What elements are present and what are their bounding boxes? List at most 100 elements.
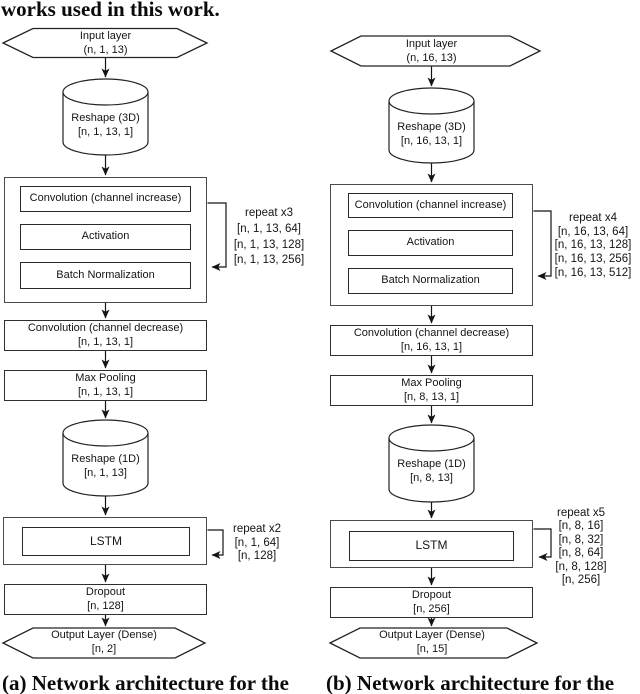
reshape3d-shape-a: [n, 1, 13, 1] (77, 126, 134, 138)
conv-decrease-label-b: Convolution (channel decrease) (353, 326, 510, 339)
output-layer-label-a: Output Layer (Dense) (51, 629, 157, 642)
output-hexagon-a (1, 627, 207, 659)
dropout-label-a: Dropout (85, 585, 126, 598)
max-pooling-label-a: Max Pooling (75, 371, 136, 384)
input-layer-node-a: Input layer (n, 1, 13) (30, 30, 181, 57)
reshape1d-node-a: Reshape (1D) [n, 1, 13] (45, 453, 166, 481)
input-layer-label-a: Input layer (79, 29, 132, 42)
reshape3d-label-b: Reshape (3D) (397, 121, 466, 134)
conv-repeat-shape-a-2: [n, 1, 13, 256] (233, 254, 305, 267)
lstm-repeat-label-b: repeat x5 (557, 507, 605, 519)
reshape1d-shape-a: [n, 1, 13] (84, 467, 127, 479)
dropout-box-a: Dropout [n, 128] (4, 584, 207, 615)
conv-repeat-note-b: repeat x4 [n, 16, 13, 64] [n, 16, 13, 12… (546, 212, 640, 281)
dropout-shape-a: [n, 128] (87, 599, 124, 612)
conv-repeat-shape-b-3: [n, 16, 13, 512] (554, 266, 632, 279)
activation-label-b: Activation (406, 236, 455, 249)
conv-repeat-shape-b-1: [n, 16, 13, 128] (554, 239, 632, 252)
conv-repeat-label-b: repeat x4 (569, 212, 617, 224)
output-layer-shape-b: [n, 15] (416, 643, 448, 655)
output-layer-node-a: Output Layer (Dense) [n, 2] (30, 629, 178, 657)
batch-norm-box-b: Batch Normalization (348, 268, 513, 294)
conv-increase-box-a: Convolution (channel increase) (20, 186, 191, 212)
reshape1d-shape-b: [n, 8, 13] (410, 472, 453, 484)
lstm-repeat-shape-b-1: [n, 8, 32] (558, 533, 604, 546)
reshape3d-shape-b: [n, 16, 13, 1] (400, 135, 463, 147)
input-hexagon-b (329, 35, 542, 67)
output-layer-label-b: Output Layer (Dense) (379, 629, 485, 642)
repeat-loop-b-conv (533, 210, 552, 280)
reshape1d-label-b: Reshape (1D) (397, 458, 466, 471)
lstm-repeat-shape-b-2: [n, 8, 64] (558, 547, 604, 560)
output-hexagon-b (328, 627, 539, 659)
hexagon-shapes (1, 27, 542, 659)
flow-arrows-b (427, 66, 552, 627)
batch-norm-label-b: Batch Normalization (381, 274, 480, 287)
batch-norm-label-a: Batch Normalization (56, 268, 155, 281)
lstm-repeat-shape-b-0: [n, 8, 16] (558, 520, 604, 533)
dropout-shape-b: [n, 256] (413, 602, 450, 615)
repeat-loop-a-conv (207, 202, 227, 271)
reshape1d-cylinder-b (388, 424, 475, 503)
conv-increase-label-a: Convolution (channel increase) (29, 192, 182, 205)
conv-increase-box-b: Convolution (channel increase) (348, 193, 513, 218)
input-layer-label-b: Input layer (405, 37, 458, 50)
top-caption-text: works used in this work. (1, 0, 220, 21)
lstm-repeat-shape-b-4: [n, 256] (561, 574, 601, 587)
reshape3d-node-b: Reshape (3D) [n, 16, 13, 1] (371, 121, 492, 149)
subfigure-caption-a: (a) Network architecture for the (2, 672, 289, 694)
input-layer-shape-b: (n, 16, 13) (406, 51, 457, 64)
input-layer-shape-a: (n, 1, 13) (83, 43, 128, 56)
conv-repeat-shape-b-0: [n, 16, 13, 64] (557, 225, 629, 238)
lstm-box-a: LSTM (22, 527, 190, 556)
conv-repeat-shape-b-2: [n, 16, 13, 256] (554, 253, 632, 266)
lstm-repeat-shape-b-3: [n, 8, 128] (555, 560, 607, 573)
output-layer-shape-a: [n, 2] (91, 643, 117, 655)
dropout-label-b: Dropout (411, 588, 452, 601)
lstm-repeat-shape-a-0: [n, 1, 64] (234, 536, 280, 549)
max-pooling-box-a: Max Pooling [n, 1, 13, 1] (4, 370, 207, 401)
reshape1d-node-b: Reshape (1D) [n, 8, 13] (371, 458, 492, 486)
conv-decrease-box-a: Convolution (channel decrease) [n, 1, 13… (4, 320, 207, 351)
conv-decrease-box-b: Convolution (channel decrease) [n, 16, 1… (330, 325, 533, 356)
top-caption-fragment: works used in this work. (1, 0, 220, 20)
conv-increase-label-b: Convolution (channel increase) (354, 198, 507, 211)
max-pooling-label-b: Max Pooling (401, 376, 462, 389)
reshape1d-cylinder-a (62, 419, 149, 497)
max-pooling-box-b: Max Pooling [n, 8, 13, 1] (330, 375, 533, 406)
lstm-label-a: LSTM (89, 533, 122, 548)
output-layer-node-b: Output Layer (Dense) [n, 15] (358, 629, 506, 657)
activation-box-a: Activation (20, 224, 191, 250)
conv-repeat-note-a: repeat x3 [n, 1, 13, 64] [n, 1, 13, 128]… (222, 206, 316, 269)
conv-decrease-shape-a: [n, 1, 13, 1] (77, 335, 134, 348)
lstm-repeat-note-a: repeat x2 [n, 1, 64] [n, 128] (213, 523, 301, 564)
activation-box-b: Activation (348, 230, 513, 256)
reshape3d-cylinder-a (62, 78, 149, 156)
max-pooling-shape-b: [n, 8, 13, 1] (403, 390, 460, 403)
reshape1d-label-a: Reshape (1D) (71, 453, 140, 466)
max-pooling-shape-a: [n, 1, 13, 1] (77, 385, 134, 398)
conv-repeat-label-a: repeat x3 (245, 207, 293, 219)
conv-decrease-label-a: Convolution (channel decrease) (27, 321, 184, 334)
batch-norm-box-a: Batch Normalization (20, 262, 191, 289)
repeat-loop-a-lstm (207, 529, 224, 559)
lstm-repeat-shape-a-1: [n, 128] (237, 550, 277, 563)
subfigure-caption-b-text: (b) Network architecture for the (326, 671, 615, 694)
activation-label-a: Activation (81, 230, 130, 243)
lstm-box-b: LSTM (349, 531, 514, 561)
reshape3d-cylinder-b (388, 87, 475, 164)
repeat-loop-b-lstm (533, 528, 552, 561)
reshape3d-node-a: Reshape (3D) [n, 1, 13, 1] (45, 112, 166, 140)
flow-arrows-a (101, 58, 227, 627)
subfigure-caption-a-text: (a) Network architecture for the (2, 671, 289, 694)
conv-repeat-shape-a-1: [n, 1, 13, 128] (233, 238, 305, 251)
cylinder-shapes (62, 78, 475, 503)
lstm-repeat-note-b: repeat x5 [n, 8, 16] [n, 8, 32] [n, 8, 6… (534, 507, 628, 587)
lstm-repeat-label-a: repeat x2 (233, 523, 281, 535)
conv-repeat-shape-a-0: [n, 1, 13, 64] (237, 222, 301, 235)
conv-decrease-shape-b: [n, 16, 13, 1] (400, 340, 463, 353)
dropout-box-b: Dropout [n, 256] (330, 587, 533, 618)
reshape3d-label-a: Reshape (3D) (71, 112, 140, 125)
